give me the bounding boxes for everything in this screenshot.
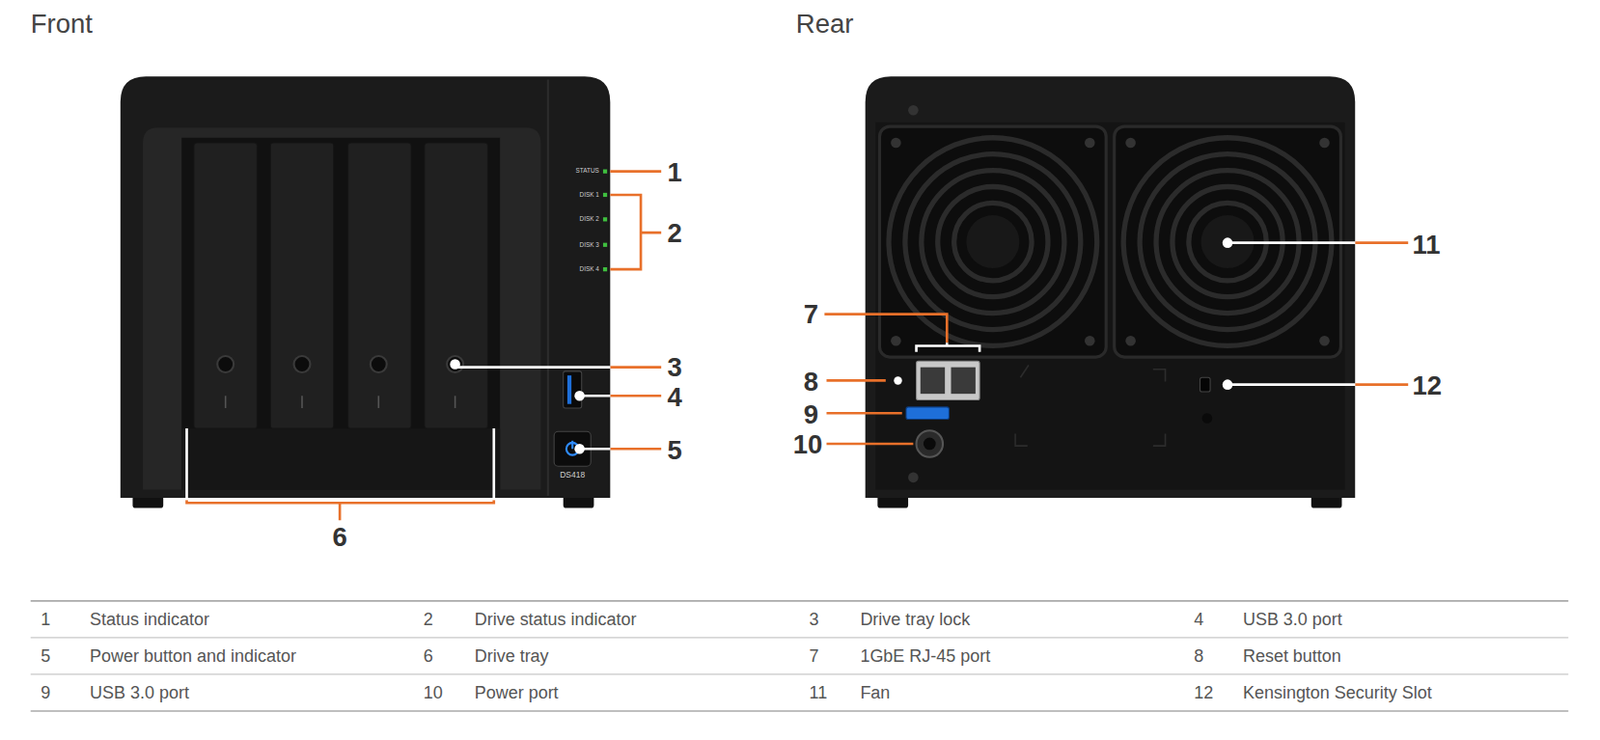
callout-number: 3 (667, 353, 683, 383)
callout-number: 6 (331, 523, 347, 552)
callout-number: 10 (793, 430, 824, 460)
table-number: 2 (423, 610, 434, 631)
device-print: DISK 1 (579, 191, 600, 198)
callout-number: 2 (667, 219, 683, 249)
device-print: DISK 4 (579, 266, 600, 274)
table-number: 9 (40, 684, 51, 704)
table-cell: 1GbE RJ-45 port (859, 647, 991, 667)
callout-number: 8 (803, 366, 819, 396)
callout-number: 9 (803, 399, 819, 429)
table-number: 1 (40, 610, 51, 631)
table-rules (30, 601, 1570, 712)
device-print: DISK 2 (579, 216, 600, 223)
table-cell: Kensington Security Slot (1242, 684, 1433, 704)
table-cell: Drive status indicator (474, 610, 637, 631)
table-cell: Status indicator (89, 610, 210, 631)
table-cell: USB 3.0 port (1242, 610, 1343, 631)
table-cell: Drive tray lock (859, 610, 970, 631)
callout-number: 11 (1411, 230, 1440, 260)
device-print: DS418 (559, 471, 585, 481)
view-heading: Rear (796, 8, 855, 38)
rear-device (865, 76, 1356, 508)
table-cell: Drive tray (474, 647, 550, 667)
table-cell: Power port (474, 684, 559, 704)
table-number: 11 (809, 684, 828, 704)
table-cell: Fan (859, 684, 890, 704)
table-cell: Reset button (1242, 647, 1342, 667)
table-number: 3 (809, 610, 820, 631)
view-heading: Front (30, 8, 93, 38)
table-number: 12 (1193, 684, 1214, 704)
callout-number: 1 (667, 158, 683, 188)
callout-number: 12 (1411, 371, 1442, 401)
table-cell: USB 3.0 port (89, 684, 190, 704)
table-cell: Power button and indicator (89, 647, 297, 667)
table-number: 8 (1193, 647, 1204, 667)
leader-lines (187, 171, 1409, 522)
callout-number: 5 (667, 435, 683, 465)
front-device (120, 76, 611, 508)
table-number: 4 (1193, 610, 1204, 631)
callout-number: 4 (667, 382, 683, 412)
device-print: STATUS (576, 167, 600, 175)
table-number: 5 (40, 647, 51, 667)
table-number: 7 (809, 647, 820, 667)
callout-number: 7 (803, 300, 819, 330)
table-number: 6 (423, 647, 434, 667)
table-number: 10 (423, 684, 443, 704)
device-print: DISK 3 (579, 241, 600, 249)
fan (879, 126, 1106, 358)
